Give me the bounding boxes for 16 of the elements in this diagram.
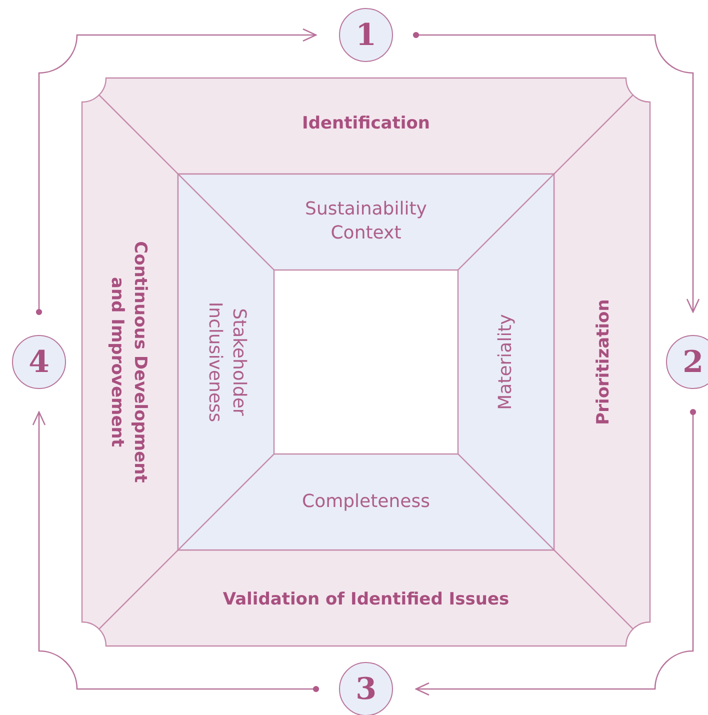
cycle-arrow [32,411,320,692]
step-number-circle: 2 [666,335,708,389]
principle-label: Completeness [301,490,431,514]
stage-label: Validation of Identified Issues [222,588,510,612]
stage-label: Identification [301,112,431,136]
cycle-arrow [412,32,700,313]
principle-label: Sustainability Context [304,198,428,246]
step-number-circle: 1 [339,8,393,62]
stage-label: Continuous Development and Improvement [106,240,151,485]
step-number-circle: 4 [12,335,66,389]
cycle-arrow [415,408,696,696]
step-number-circle: 3 [339,662,393,715]
principle-label: Materiality [494,313,517,412]
cycle-arrow [36,28,317,316]
principle-label: Stakeholder Inclusiveness [203,300,250,424]
stage-label: Prioritization [592,298,615,427]
